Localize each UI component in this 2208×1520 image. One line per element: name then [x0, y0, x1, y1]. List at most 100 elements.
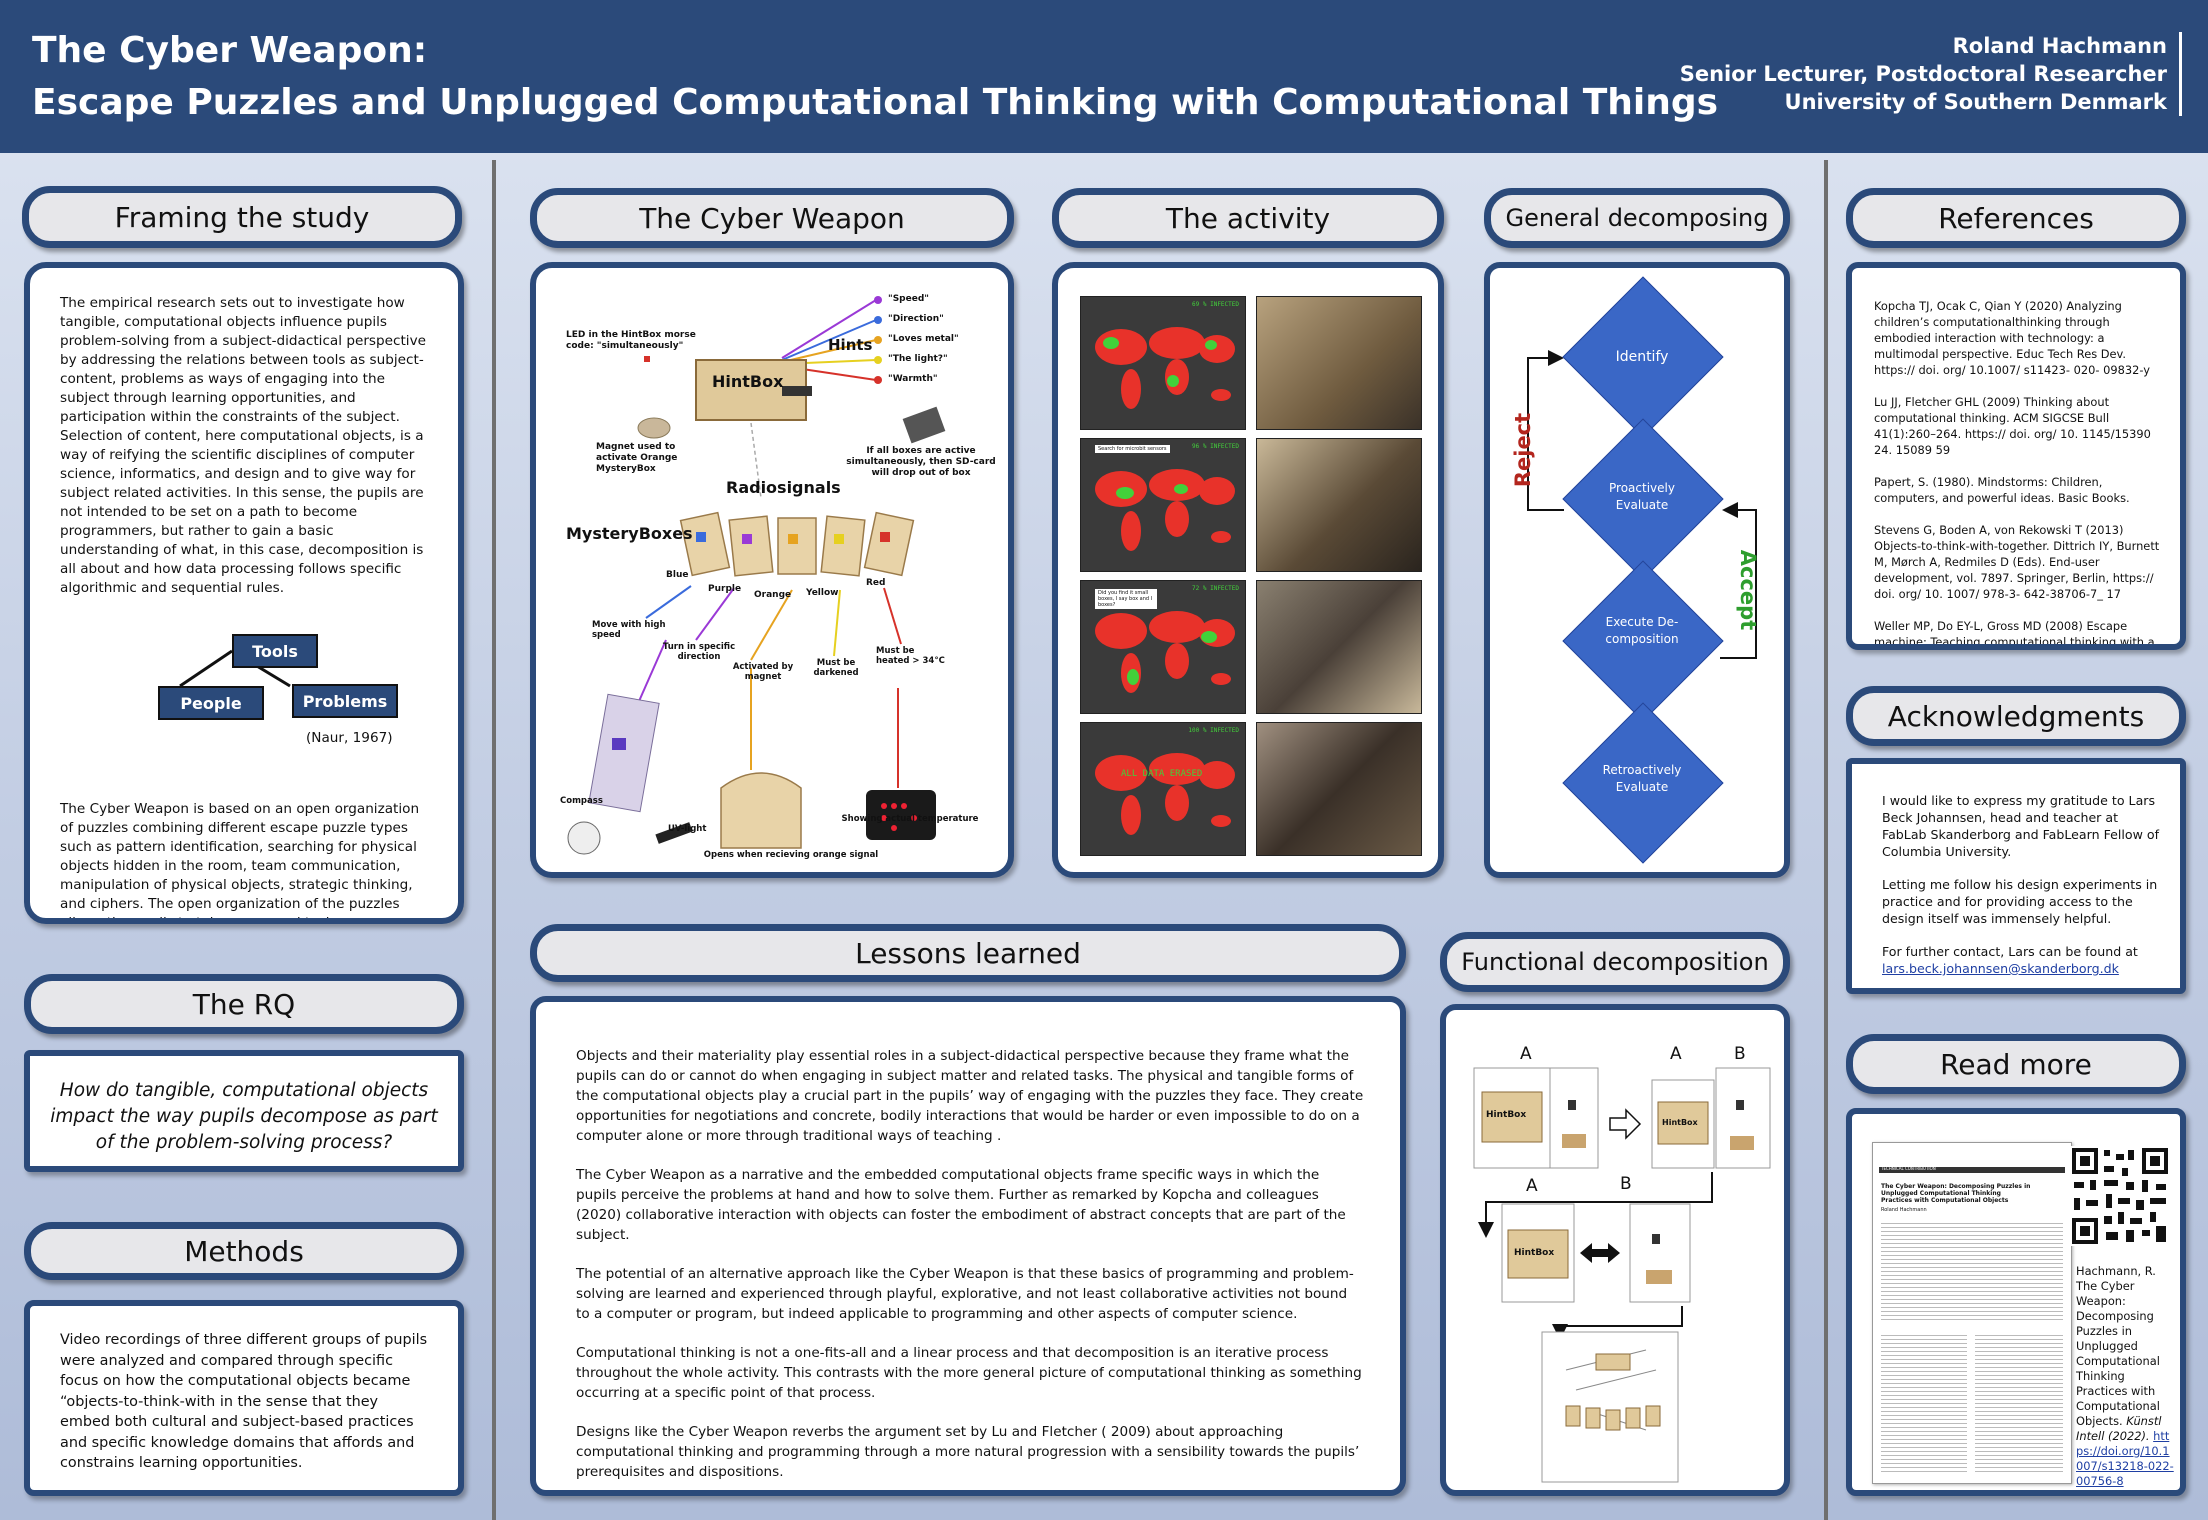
- paper-header-bar: [1879, 1167, 2065, 1173]
- map-screen-3: 72 % INFECTED Did you find it small boxe…: [1080, 580, 1246, 714]
- hintbox-label-1: HintBox: [1486, 1110, 1527, 1120]
- classroom-photo-1: [1256, 296, 1422, 430]
- classroom-photo-4: [1256, 722, 1422, 856]
- author-name: Roland Hachmann: [1952, 34, 2167, 58]
- map-note-4: ALL DATA ERASED: [1121, 769, 1203, 779]
- reference-item-2: Lu JJ, Fletcher GHL (2009) Thinking abou…: [1874, 395, 2151, 457]
- ack-box: I would like to express my gratitude to …: [1846, 758, 2186, 994]
- map-screen-1: 69 % INFECTED: [1080, 296, 1246, 430]
- research-question: How do tangible, computational objects i…: [50, 1080, 438, 1153]
- label-red: Red: [866, 578, 886, 588]
- label-loves-metal: "Loves metal": [888, 334, 959, 344]
- rq-box: How do tangible, computational objects i…: [24, 1050, 464, 1172]
- label-yellow: Yellow: [806, 588, 839, 598]
- reference-item-5: Weller MP, Do EY-L, Gross MD (2008) Esca…: [1874, 619, 2155, 649]
- column-divider-right: [1824, 160, 1828, 1520]
- functional-box: A A B A B HintBox HintBox HintBox: [1440, 1004, 1790, 1496]
- paper-column-left: [1881, 1335, 1967, 1475]
- label-hints: Hints: [828, 336, 873, 354]
- node-problems: Problems: [292, 684, 398, 718]
- references-box: Kopcha TJ, Ocak C, Qian Y (2020) Analyzi…: [1846, 262, 2186, 650]
- paper-thumbnail[interactable]: TECHNICAL CONTRIBUTION The Cyber Weapon:…: [1872, 1142, 2072, 1484]
- ack-paragraph-1: I would like to express my gratitude to …: [1882, 793, 2160, 859]
- framing-heading: Framing the study: [22, 186, 462, 248]
- ack-paragraph-3: For further contact, Lars can be found a…: [1882, 944, 2138, 959]
- label-direction: "Direction": [888, 314, 944, 324]
- label-b-1: B: [1734, 1044, 1746, 1064]
- flow-step-identify: Identify: [1615, 349, 1669, 365]
- functional-heading: Functional decomposition: [1440, 932, 1790, 992]
- flow-step-execute: Execute De-composition: [1605, 615, 1679, 646]
- readmore-heading: Read more: [1846, 1034, 2186, 1094]
- reference-item-1: Kopcha TJ, Ocak C, Qian Y (2020) Analyzi…: [1874, 299, 2151, 377]
- world-map-2: [1095, 469, 1235, 551]
- general-heading: General decomposing: [1484, 188, 1790, 248]
- label-speed: "Speed": [888, 294, 929, 304]
- label-uvlight: UV-light: [668, 824, 707, 834]
- methods-heading: Methods: [24, 1222, 464, 1280]
- reference-item-4: Stevens G, Boden A, von Rekowski T (2013…: [1874, 523, 2160, 601]
- label-blue: Blue: [666, 570, 689, 580]
- map-counter-4: 100 % INFECTED: [1188, 727, 1239, 734]
- paper-abstract-lines: [1881, 1223, 2063, 1323]
- map-note-2: Search for microbit sensors: [1095, 445, 1170, 453]
- cyber-heading: The Cyber Weapon: [530, 188, 1014, 248]
- framing-paragraph2: The Cyber Weapon is based on an open org…: [60, 801, 420, 924]
- framing-paragraph1: The empirical research sets out to inves…: [60, 295, 426, 596]
- classroom-photo-2: [1256, 438, 1422, 572]
- methods-text: Video recordings of three different grou…: [60, 1332, 428, 1471]
- citation-prefix: Hachmann, R. The Cyber Weapon: Decomposi…: [2076, 1264, 2160, 1428]
- cyber-box: LED in the HintBox morse code: "simultan…: [530, 262, 1014, 878]
- flow-step-proactive: Proactively Evaluate: [1609, 481, 1675, 512]
- label-compass: Compass: [560, 796, 603, 806]
- ack-paragraph-2: Letting me follow his design experiments…: [1882, 877, 2158, 926]
- ack-email-link[interactable]: lars.beck.johannsen@skanderborg.dk: [1882, 961, 2119, 976]
- label-b-2: B: [1620, 1174, 1632, 1194]
- reference-item-3: Papert, S. (1980). Mindstorms: Children,…: [1874, 475, 2130, 505]
- lessons-paragraph-1: Objects and their materiality play essen…: [576, 1048, 1364, 1144]
- column-divider-left: [492, 160, 496, 1520]
- activity-heading: The activity: [1052, 188, 1444, 248]
- lessons-paragraph-2: The Cyber Weapon as a narrative and the …: [576, 1167, 1346, 1243]
- map-note-3: Did you find it small boxes, I say box a…: [1095, 589, 1157, 609]
- lessons-paragraph-5: Designs like the Cyber Weapon reverbs th…: [576, 1424, 1360, 1480]
- label-accept: Accept: [1736, 549, 1761, 631]
- lessons-paragraph-4: Computational thinking is not a one-fits…: [576, 1345, 1362, 1401]
- map-screen-2: 96 % INFECTED Search for microbit sensor…: [1080, 438, 1246, 572]
- paper-column-right: [1975, 1335, 2063, 1475]
- label-reject: Reject: [1511, 412, 1536, 488]
- label-sdcard: If all boxes are active simultaneously, …: [846, 446, 996, 478]
- references-heading: References: [1846, 188, 2186, 248]
- poster-title-line2: Escape Puzzles and Unplugged Computation…: [32, 82, 1719, 123]
- citation-year: (2022).: [2108, 1429, 2150, 1443]
- functional-diagram: [1473, 1067, 1771, 1483]
- label-led: LED in the HintBox morse code: "simultan…: [566, 330, 696, 351]
- references-list: Kopcha TJ, Ocak C, Qian Y (2020) Analyzi…: [1874, 298, 2162, 649]
- naur-triangle: Tools People Problems (Naur, 1967): [60, 606, 434, 776]
- qr-code-icon[interactable]: [2070, 1146, 2170, 1246]
- poster-title-line1: The Cyber Weapon:: [32, 30, 428, 71]
- lessons-heading: Lessons learned: [530, 924, 1406, 982]
- activity-box: 69 % INFECTED 96 % INFECTED Search for m…: [1052, 262, 1444, 878]
- label-a-3: A: [1526, 1176, 1538, 1196]
- methods-box: Video recordings of three different grou…: [24, 1300, 464, 1496]
- flow-step-retro: Retroactively Evaluate: [1602, 763, 1682, 794]
- label-temperature: Showing actual temperature: [841, 814, 979, 824]
- label-darkened: Must be darkened: [813, 658, 859, 678]
- readmore-citation: Hachmann, R. The Cyber Weapon: Decomposi…: [2076, 1264, 2176, 1489]
- label-a-2: A: [1670, 1044, 1682, 1064]
- citation-doi-link[interactable]: https://doi.org/10.1007/s13218-022-00756…: [2076, 1429, 2174, 1488]
- world-map-3: [1095, 611, 1235, 693]
- map-screen-4: 100 % INFECTED ALL DATA ERASED: [1080, 722, 1246, 856]
- cyber-diagram: [567, 296, 946, 855]
- paper-author: Roland Hachmann: [1881, 1207, 1927, 1213]
- hintbox-label-3: HintBox: [1514, 1248, 1555, 1258]
- lessons-text: Objects and their materiality play essen…: [576, 1046, 1364, 1482]
- label-turn: Turn in specific direction: [662, 642, 736, 662]
- ack-text: I would like to express my gratitude to …: [1882, 792, 2160, 977]
- citation-journal: Künstl Intell: [2076, 1414, 2162, 1443]
- label-magnet: Magnet used to activate Orange MysteryBo…: [596, 442, 678, 474]
- map-counter-2: 96 % INFECTED: [1192, 443, 1239, 450]
- framing-box: The empirical research sets out to inves…: [24, 262, 464, 924]
- label-hintbox: HintBox: [712, 372, 784, 391]
